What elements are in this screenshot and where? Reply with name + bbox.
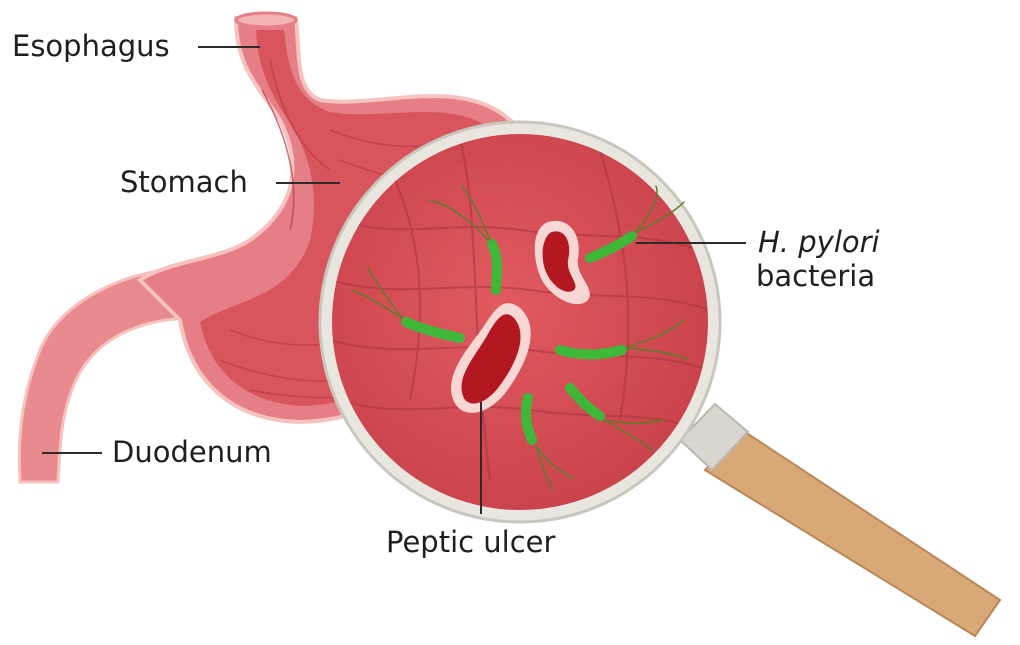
label-h-pylori: H. pylori: [758, 228, 880, 257]
label-bacteria: bacteria: [756, 262, 875, 291]
leader-esophagus: [198, 46, 260, 48]
leader-stomach: [276, 182, 340, 184]
leader-h-pylori: [636, 242, 746, 244]
magnifier-handle: [680, 404, 1000, 636]
label-esophagus: Esophagus: [12, 32, 170, 61]
label-peptic-ulcer: Peptic ulcer: [386, 528, 555, 557]
leader-peptic-ulcer: [480, 402, 482, 514]
label-duodenum: Duodenum: [112, 438, 272, 467]
leader-duodenum: [42, 452, 102, 454]
label-stomach: Stomach: [120, 168, 248, 197]
